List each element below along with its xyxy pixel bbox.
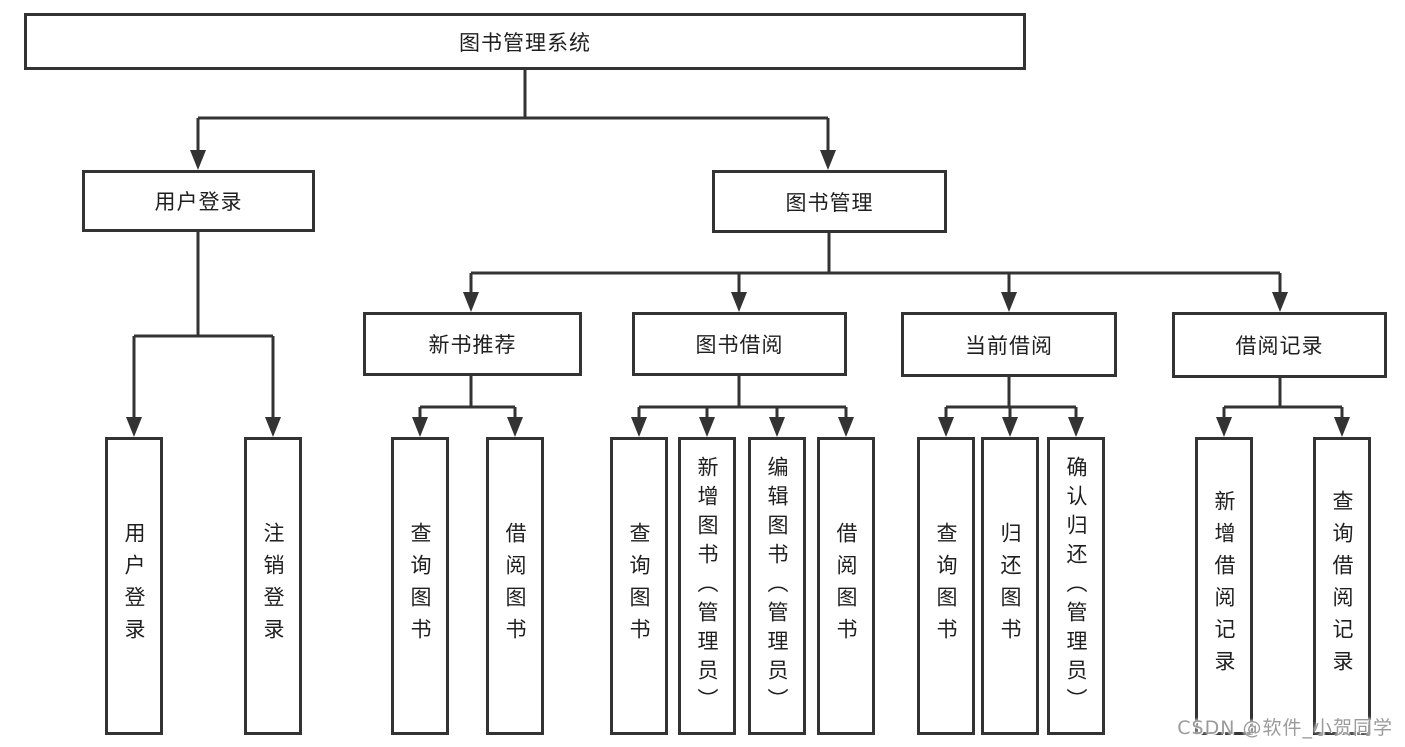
node-root-system: 图书管理系统 [24,13,1026,70]
leaf-return-books: 归还图书 [981,437,1039,735]
csdn-watermark: CSDN @软件_小贺同学 [1177,717,1393,739]
leaf-user-login: 用户登录 [105,437,163,735]
node-borrowing-records: 借阅记录 [1172,312,1387,378]
leaf-borrowmod-borrow-books: 借阅图书 [817,437,875,735]
leaf-edit-books-admin: 编辑图书（管理员） [748,437,806,735]
node-user-login: 用户登录 [82,170,315,232]
leaf-logout: 注销登录 [244,437,302,735]
leaf-current-query-books: 查询图书 [917,437,975,735]
connector-shafts [132,70,1344,421]
leaf-recommend-borrow-books: 借阅图书 [486,437,544,735]
leaf-borrowmod-query-books: 查询图书 [610,437,668,735]
node-book-management: 图书管理 [712,170,947,233]
node-new-book-recommendation: 新书推荐 [363,312,582,376]
arrowheads [126,150,1350,437]
node-book-borrowing: 图书借阅 [632,312,847,376]
leaf-add-borrow-record: 新增借阅记录 [1195,437,1253,735]
leaf-recommend-query-books: 查询图书 [391,437,449,735]
leaf-query-borrow-record: 查询借阅记录 [1313,437,1371,735]
node-current-borrowing: 当前借阅 [901,312,1117,377]
leaf-confirm-return-admin: 确认归还（管理员） [1047,437,1105,735]
leaf-add-books-admin: 新增图书（管理员） [678,437,736,735]
